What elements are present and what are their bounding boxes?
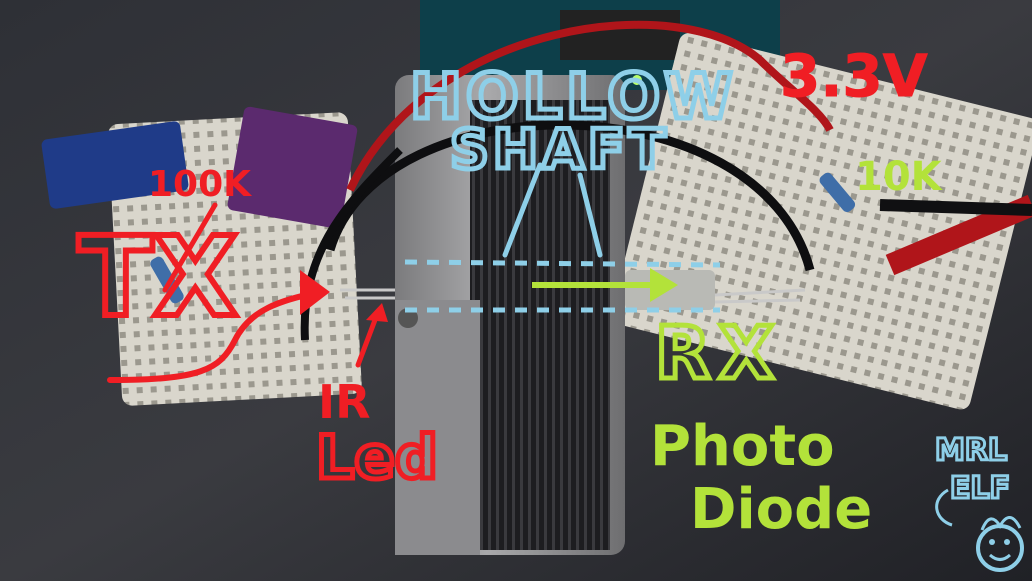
photodiode-body bbox=[625, 270, 715, 310]
led-legs bbox=[340, 288, 395, 300]
black-wire bbox=[325, 120, 815, 272]
shaft-label-line2: SHAFT bbox=[450, 118, 670, 181]
sensor-module-blue bbox=[41, 121, 189, 209]
shaft-pointer-right bbox=[577, 172, 603, 258]
motor-screw bbox=[398, 308, 418, 328]
led-label-line1: IR bbox=[318, 375, 371, 429]
tx-arrow bbox=[107, 289, 323, 383]
led-pointer bbox=[355, 309, 381, 368]
voltage-label: 3.3V bbox=[780, 42, 928, 110]
resistor-rx-label: 10K bbox=[855, 154, 944, 200]
signature-line1: MRL bbox=[935, 433, 1007, 468]
motor-front-plate bbox=[395, 300, 480, 555]
led-label-line2: Led bbox=[316, 423, 438, 493]
resistor-tx-label: 100K bbox=[148, 164, 252, 205]
resistor-tx bbox=[150, 256, 184, 304]
arduino-chip bbox=[560, 10, 680, 60]
shaft-dashed-top bbox=[404, 259, 721, 268]
diode-label-line1: Photo bbox=[650, 414, 835, 479]
signature-curl bbox=[935, 488, 953, 527]
motor-fins bbox=[470, 100, 610, 550]
smiley-face-icon bbox=[976, 516, 1024, 572]
power-led bbox=[632, 75, 642, 85]
sensor-module-purple bbox=[227, 106, 358, 229]
red-wire bbox=[346, 20, 834, 192]
diode-label-line2: Diode bbox=[690, 477, 872, 542]
shaft-label-line1: HOLLOW bbox=[410, 60, 737, 133]
beam-arrowhead bbox=[650, 268, 678, 302]
signature-line2: ELF bbox=[950, 471, 1010, 506]
right-breadboard bbox=[611, 33, 1032, 410]
photodiode-legs bbox=[714, 288, 806, 304]
led-pointer-head bbox=[366, 303, 388, 322]
shaft-pointer-left bbox=[502, 162, 543, 258]
probe-black bbox=[879, 199, 1032, 216]
rx-label: RX bbox=[655, 311, 782, 395]
tx-arrowhead bbox=[300, 270, 330, 315]
resistor-tx-pointer bbox=[162, 202, 218, 293]
resistor-rx bbox=[819, 172, 856, 213]
tx-label: TX bbox=[78, 213, 238, 341]
